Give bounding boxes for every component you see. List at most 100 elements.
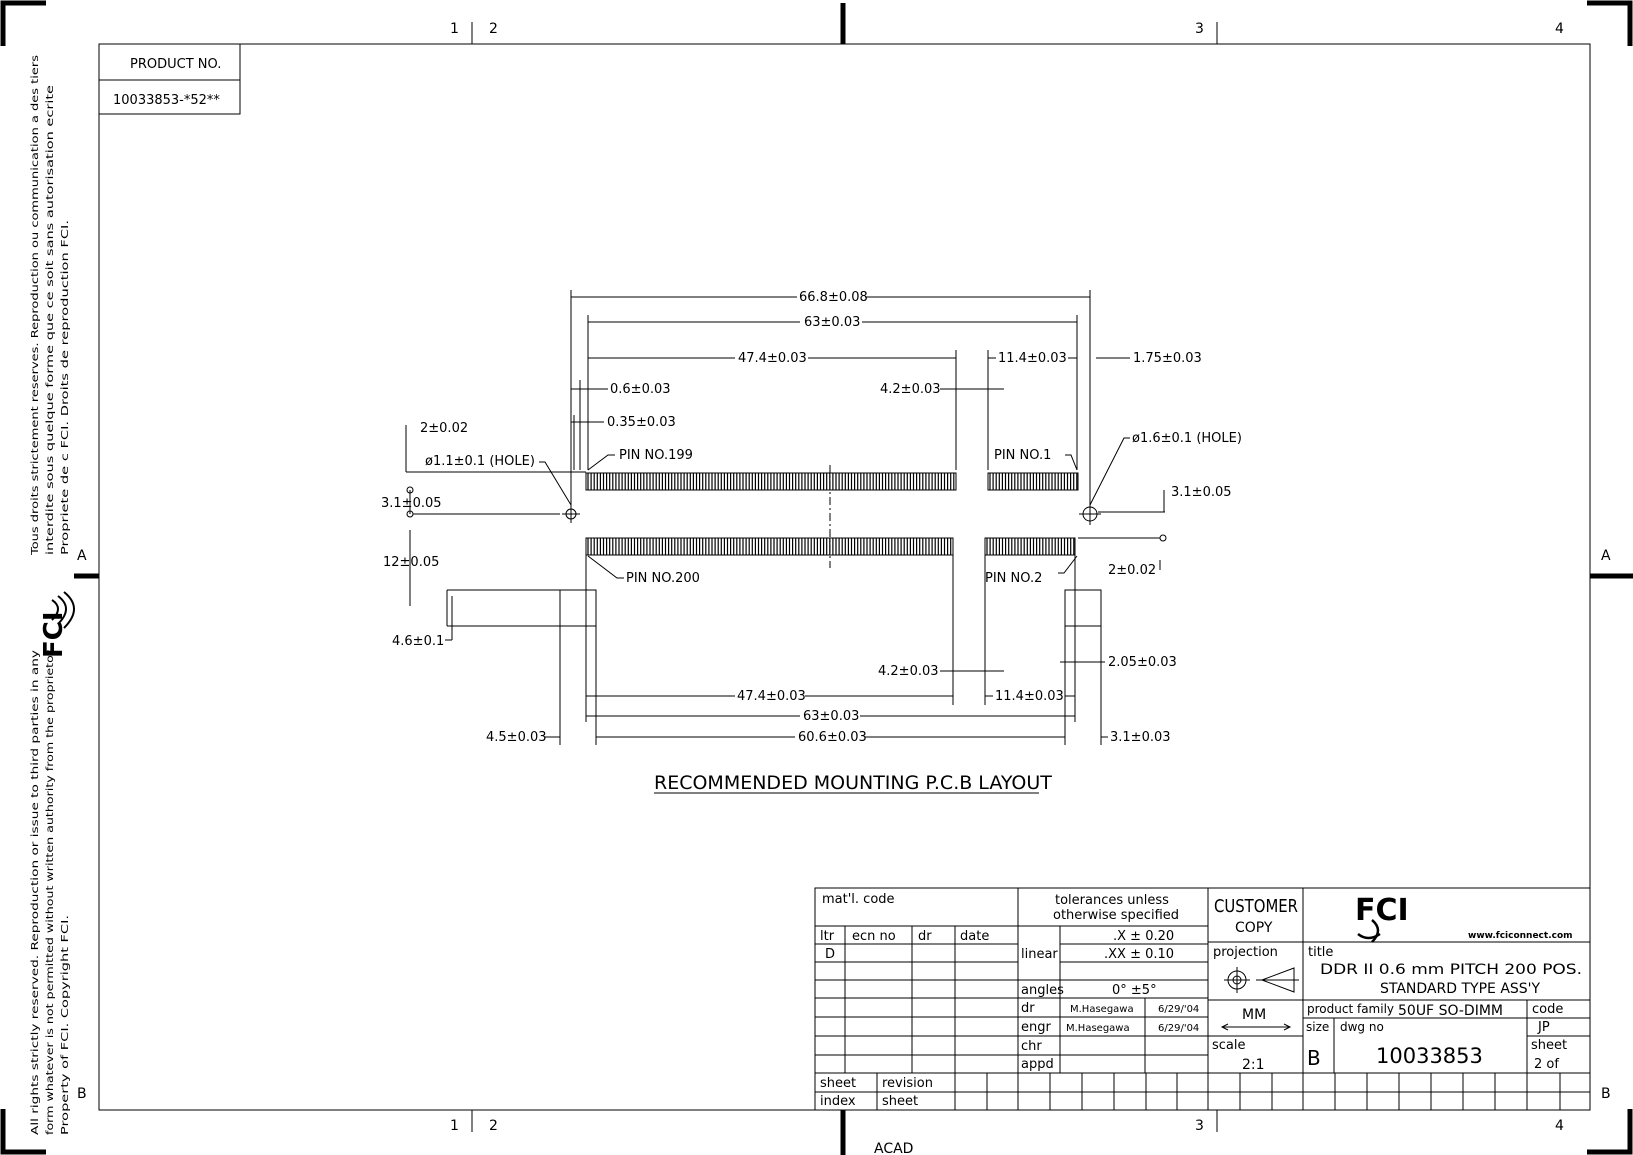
dr-date: 6/29/'04	[1158, 1004, 1199, 1015]
pin-199-label: PIN NO.199	[619, 448, 693, 463]
pad-hatching	[587, 473, 1078, 555]
scale-label: scale	[1212, 1038, 1246, 1053]
zone-letter-a-right: A	[1601, 548, 1611, 564]
dim-12: 12±0.05	[383, 555, 439, 570]
dim-3-1-bottom: 3.1±0.03	[1110, 730, 1171, 745]
zone-number-3-bottom: 3	[1195, 1118, 1204, 1134]
tolerance-xx: .XX ± 0.10	[1104, 947, 1174, 962]
dwg-no-label: dwg no	[1340, 1020, 1384, 1034]
title-block-text: mat'l. code tolerances unless otherwise …	[820, 892, 1582, 1109]
zone-number-4: 4	[1555, 21, 1564, 37]
title-line-2: STANDARD TYPE ASS'Y	[1380, 981, 1541, 997]
appd-label: appd	[1021, 1057, 1054, 1072]
legal-fr-line-2: interdite sous quelque forme que ce soit…	[45, 85, 56, 555]
drawing-number: 10033853	[1376, 1044, 1483, 1068]
dim-47-4-top: 47.4±0.03	[738, 351, 807, 366]
legal-en-line-1: All rights strictly reserved. Reproducti…	[30, 650, 41, 1135]
sheet-value: 2 of	[1534, 1057, 1559, 1072]
engr-date: 6/29/'04	[1158, 1023, 1199, 1034]
revision-label: revision	[882, 1076, 933, 1091]
website: www.fciconnect.com	[1468, 931, 1573, 941]
hole-left-callout: ø1.1±0.1 (HOLE)	[425, 454, 535, 469]
product-number-label: PRODUCT NO.	[130, 57, 221, 72]
zone-number-4-bottom: 4	[1555, 1118, 1564, 1134]
legal-fr-line-3: Propriete de c FCI. Droits de reproducti…	[60, 220, 71, 555]
dr-header: dr	[918, 929, 932, 944]
dim-11-4-top: 11.4±0.03	[998, 351, 1067, 366]
engr-name: M.Hasegawa	[1066, 1023, 1130, 1034]
zone-number-1: 1	[450, 21, 459, 37]
dim-63-bottom: 63±0.03	[803, 709, 859, 724]
dim-0-35: 0.35±0.03	[607, 415, 676, 430]
tolerance-x: .X ± 0.20	[1113, 929, 1174, 944]
matl-code-label: mat'l. code	[822, 892, 895, 907]
sheet-index-line-2: index	[820, 1094, 856, 1109]
size-label: size	[1306, 1020, 1329, 1034]
dim-47-4-bottom: 47.4±0.03	[737, 689, 806, 704]
code-label: code	[1532, 1002, 1563, 1017]
engr-label: engr	[1021, 1020, 1051, 1035]
dimension-lines	[405, 290, 1167, 745]
units-label: MM	[1242, 1007, 1266, 1023]
ecn-no-header: ecn no	[852, 929, 896, 944]
scale-value: 2:1	[1242, 1057, 1265, 1073]
dr-name: M.Hasegawa	[1070, 1004, 1134, 1015]
date-header: date	[960, 929, 989, 944]
zone-number-2: 2	[489, 21, 498, 37]
ltr-header: ltr	[820, 929, 835, 944]
revision-sheet-label: sheet	[882, 1094, 918, 1109]
zone-labels: 1 2 3 4 1 2 3 4 A A B B	[77, 21, 1611, 1134]
dim-11-4-bottom: 11.4±0.03	[995, 689, 1064, 704]
hole-right-callout: ø1.6±0.1 (HOLE)	[1132, 431, 1242, 446]
product-family-value: 50UF SO-DIMM	[1398, 1003, 1503, 1019]
code-value: JP	[1537, 1020, 1550, 1035]
dim-4-2-bottom: 4.2±0.03	[878, 664, 939, 679]
zone-number-2-bottom: 2	[489, 1118, 498, 1134]
tolerances-line-1: tolerances unless	[1055, 893, 1169, 908]
zone-letter-b-left: B	[77, 1086, 87, 1102]
dr-label: dr	[1021, 1001, 1035, 1016]
dim-2-right: 2±0.02	[1108, 563, 1156, 578]
product-number-value: 10033853-*52**	[113, 93, 220, 108]
pin-200-label: PIN NO.200	[626, 571, 700, 586]
layout-title: RECOMMENDED MOUNTING P.C.B LAYOUT	[654, 772, 1052, 794]
chr-label: chr	[1021, 1039, 1042, 1054]
title-label: title	[1308, 945, 1333, 960]
legal-fr-line-1: Tous droits strictement reserves. Reprod…	[30, 55, 41, 556]
title-block	[814, 887, 1591, 1111]
dim-3-1-right: 3.1±0.05	[1171, 485, 1232, 500]
fci-logo: FCI	[1355, 893, 1409, 928]
dim-4-6: 4.6±0.1	[392, 634, 444, 649]
legal-en-line-3: Property of FCI. Copyright FCI.	[60, 915, 71, 1135]
pin-1-label: PIN NO.1	[994, 448, 1051, 463]
dim-60-6: 60.6±0.03	[798, 730, 867, 745]
title-line-1: DDR II 0.6 mm PITCH 200 POS.	[1320, 962, 1582, 978]
dim-66-8: 66.8±0.08	[799, 290, 868, 305]
latch-left	[559, 589, 597, 627]
zone-number-3: 3	[1195, 21, 1204, 37]
legal-notice-french: Tous droits strictement reserves. Reprod…	[30, 55, 71, 556]
dim-0-6: 0.6±0.03	[610, 382, 671, 397]
copy-label: COPY	[1235, 920, 1273, 936]
dim-2-left: 2±0.02	[420, 421, 468, 436]
legal-en-line-2: form whatever is not permitted without w…	[45, 649, 56, 1135]
size-value: B	[1307, 1046, 1321, 1070]
fci-side-logo: FCI	[39, 591, 75, 658]
dimension-labels: 66.8±0.08 63±0.03 47.4±0.03 11.4±0.03 1.…	[381, 290, 1242, 745]
zone-letter-a-left: A	[77, 548, 87, 564]
revision-letter: D	[825, 947, 835, 962]
legal-notice-english: All rights strictly reserved. Reproducti…	[30, 649, 71, 1135]
product-number-box: PRODUCT NO. 10033853-*52**	[98, 43, 241, 115]
customer-label: CUSTOMER	[1214, 896, 1298, 917]
dim-1-75: 1.75±0.03	[1133, 351, 1202, 366]
product-family-label: product family	[1307, 1002, 1394, 1016]
dim-4-5: 4.5±0.03	[486, 730, 547, 745]
pcb-layout	[446, 465, 1102, 627]
dim-4-2-top: 4.2±0.03	[880, 382, 941, 397]
pin-2-label: PIN NO.2	[985, 571, 1042, 586]
latch-right	[1064, 589, 1102, 627]
cad-source-label: ACAD	[874, 1141, 913, 1155]
zone-number-1-bottom: 1	[450, 1118, 459, 1134]
dim-3-1-left: 3.1±0.05	[381, 496, 442, 511]
